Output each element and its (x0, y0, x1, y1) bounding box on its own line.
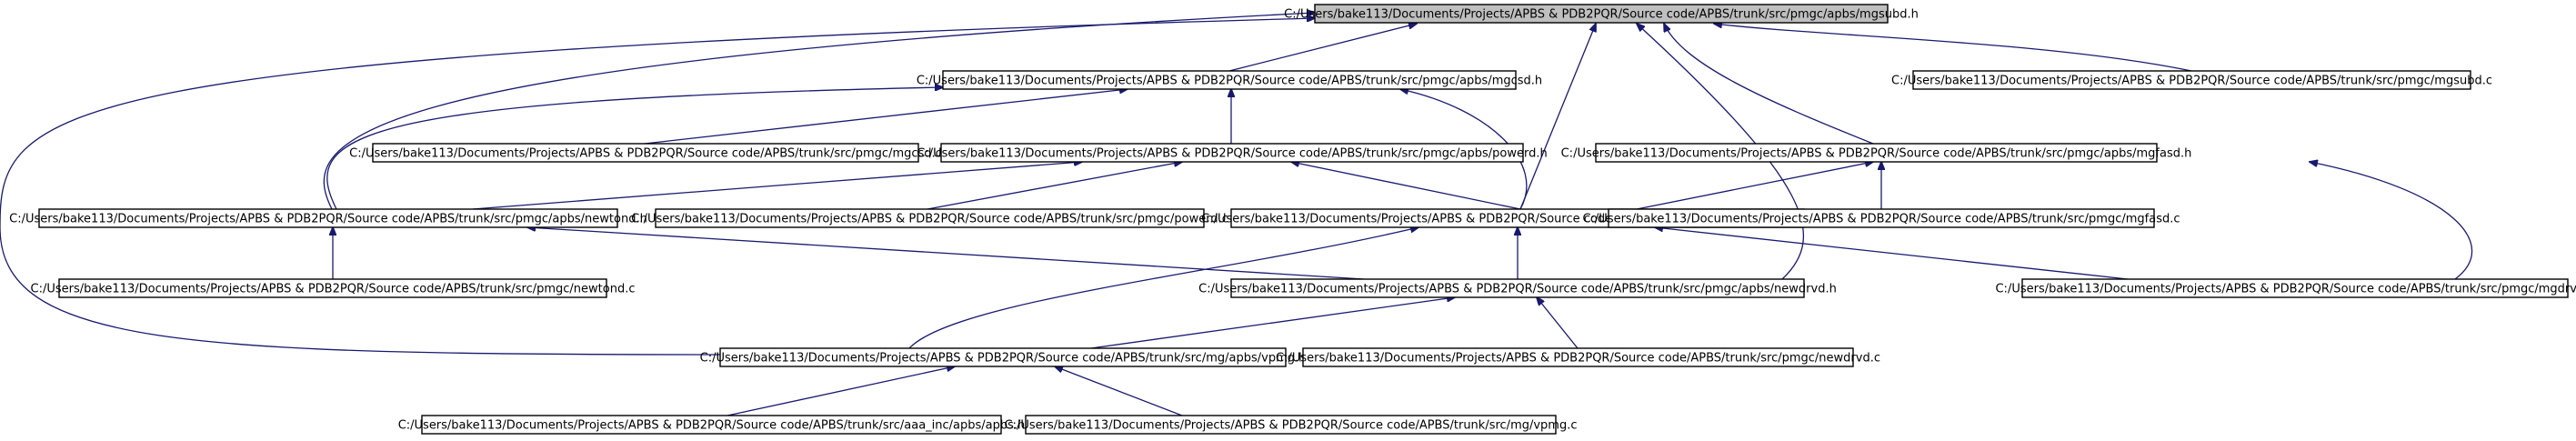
edge-powerd-c-to-powerd-h (927, 162, 1182, 210)
node-label: C:/Users/bake113/Documents/Projects/APBS… (1276, 352, 1880, 366)
node-box (719, 347, 1287, 367)
node-newdrvd-c[interactable]: C:/Users/bake113/Documents/Projects/APBS… (1276, 347, 1880, 367)
edge-mgcsd-h-to-mgsubd-h (1228, 24, 1417, 72)
node-powerd-c[interactable]: C:/Users/bake113/Documents/Projects/APBS… (631, 208, 1228, 228)
edge-newtond-h-to-powerd-h (472, 162, 1082, 210)
node-box (38, 208, 618, 228)
node-box (1912, 70, 2471, 90)
edges-layer (0, 13, 2473, 416)
edge-newdrvd-h-to-newtond-h (527, 227, 1365, 280)
node-box (1595, 143, 2158, 163)
node-newtond-c[interactable]: C:/Users/bake113/Documents/Projects/APBS… (31, 278, 636, 298)
edge-vpmg-h-to-mgsubd-h (0, 18, 1315, 356)
node-box (1025, 415, 1557, 435)
edge-mgdrvd-h-to-powerd-h (1291, 162, 1521, 210)
node-apbs-h[interactable]: C:/Users/bake113/Documents/Projects/APBS… (398, 415, 1026, 435)
node-box (655, 208, 1205, 228)
node-mgdrvd-c[interactable]: C:/Users/bake113/Documents/Projects/APBS… (1995, 278, 2576, 298)
edge-apbs-h-to-vpmg-h (727, 366, 955, 416)
edge-mgfasd-h-to-mgsubd-h (1664, 24, 1874, 145)
node-label: C:/Users/bake113/Documents/Projects/APBS… (1284, 8, 1919, 22)
node-box (1314, 4, 1889, 24)
node-box (372, 143, 919, 163)
edge-newdrvd-c-to-newdrvd-h (1537, 297, 1579, 349)
node-mgsubd-h[interactable]: C:/Users/bake113/Documents/Projects/APBS… (1284, 4, 1919, 24)
node-label: C:/Users/bake113/Documents/Projects/APBS… (9, 213, 647, 226)
node-box (1230, 278, 1805, 298)
edge-vpmg-c-to-vpmg-h (1055, 366, 1183, 416)
edge-newdrvd-h-to-mgsubd-h (1637, 24, 1805, 280)
node-box (942, 70, 1517, 90)
edge-mgdrvd-h-to-mgfasd-h (1636, 162, 1873, 210)
node-label: C:/Users/bake113/Documents/Projects/APBS… (1891, 75, 2492, 88)
node-label: C:/Users/bake113/Documents/Projects/APBS… (1582, 213, 2180, 226)
node-label: C:/Users/bake113/Documents/Projects/APBS… (349, 147, 942, 161)
edge-mgdrvd-h-to-mgcsd-h (1400, 89, 1528, 210)
node-box (1302, 347, 1854, 367)
edge-mgdrvd-c-to-mgfasd-h (2310, 162, 2473, 280)
node-box (940, 143, 1524, 163)
node-box (421, 415, 1002, 435)
edge-vpmg-h-to-newdrvd-h (1090, 297, 1455, 349)
edge-mgdrvd-c-to-mgdrvd-h (1655, 227, 2129, 280)
node-mgsubd-c[interactable]: C:/Users/bake113/Documents/Projects/APBS… (1891, 70, 2492, 90)
node-label: C:/Users/bake113/Documents/Projects/APBS… (1198, 283, 1837, 296)
node-vpmg-h[interactable]: C:/Users/bake113/Documents/Projects/APBS… (700, 347, 1307, 367)
node-label: C:/Users/bake113/Documents/Projects/APBS… (1004, 419, 1577, 433)
node-label: C:/Users/bake113/Documents/Projects/APBS… (1995, 283, 2576, 296)
node-newdrvd-h[interactable]: C:/Users/bake113/Documents/Projects/APBS… (1198, 278, 1837, 298)
node-label: C:/Users/bake113/Documents/Projects/APBS… (631, 213, 1228, 226)
node-mgcsd-h[interactable]: C:/Users/bake113/Documents/Projects/APBS… (917, 70, 1542, 90)
node-label: C:/Users/bake113/Documents/Projects/APBS… (31, 283, 636, 296)
node-label: C:/Users/bake113/Documents/Projects/APBS… (1561, 147, 2192, 161)
node-vpmg-c[interactable]: C:/Users/bake113/Documents/Projects/APBS… (1004, 415, 1578, 435)
edge-mgdrvd-h-to-mgsubd-h (1519, 24, 1596, 210)
node-label: C:/Users/bake113/Documents/Projects/APBS… (700, 352, 1307, 366)
edge-mgsubd-c-to-mgsubd-h (1714, 24, 2192, 72)
node-mgfasd-h[interactable]: C:/Users/bake113/Documents/Projects/APBS… (1561, 143, 2192, 163)
edge-newtond-h-to-mgcsd-h (326, 87, 943, 210)
node-label: C:/Users/bake113/Documents/Projects/APBS… (917, 147, 1547, 161)
node-label: C:/Users/bake113/Documents/Projects/APBS… (917, 75, 1542, 88)
node-box (2021, 278, 2569, 298)
edge-mgcsd-c-to-mgcsd-h (644, 89, 1128, 145)
edge-vpmg-h-to-mgdrvd-h (908, 227, 1418, 349)
node-mgfasd-c[interactable]: C:/Users/bake113/Documents/Projects/APBS… (1582, 208, 2180, 228)
nodes-layer: C:/Users/bake113/Documents/Projects/APBS… (9, 4, 2576, 435)
node-mgcsd-c[interactable]: C:/Users/bake113/Documents/Projects/APBS… (349, 143, 942, 163)
node-powerd-h[interactable]: C:/Users/bake113/Documents/Projects/APBS… (917, 143, 1548, 163)
node-box (1608, 208, 2155, 228)
edge-newtond-h-to-mgsubd-h (323, 13, 1315, 210)
node-label: C:/Users/bake113/Documents/Projects/APBS… (398, 419, 1026, 433)
node-box (58, 278, 607, 298)
node-newtond-h[interactable]: C:/Users/bake113/Documents/Projects/APBS… (9, 208, 647, 228)
